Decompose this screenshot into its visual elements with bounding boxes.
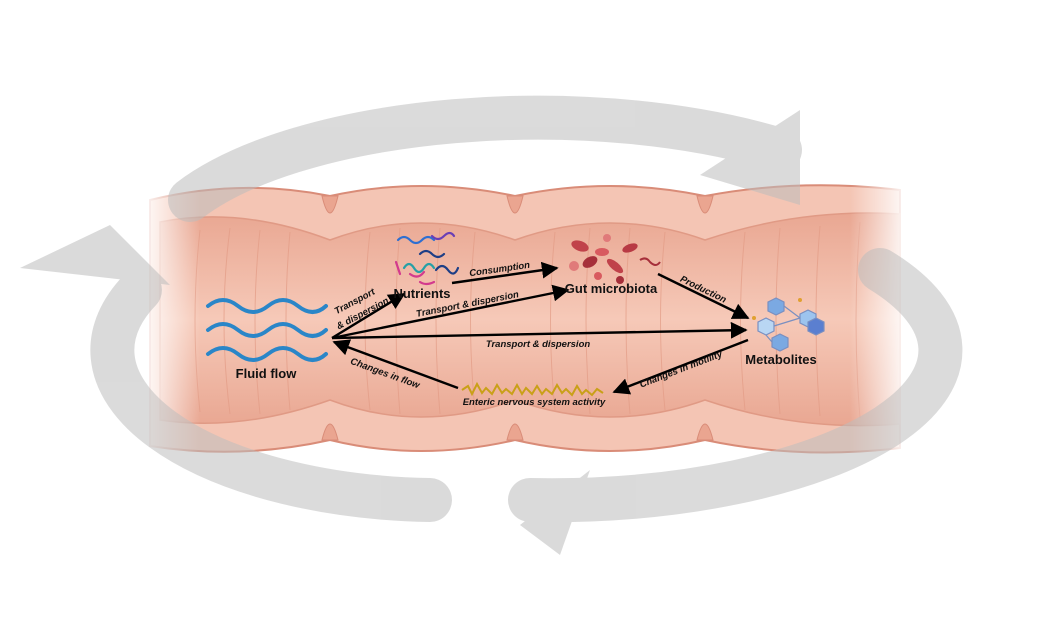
node-gut-microbiota: Gut microbiota	[565, 281, 658, 296]
node-fluid-flow: Fluid flow	[236, 366, 298, 381]
node-nutrients: Nutrients	[393, 286, 450, 301]
edge-label-fluid-to-metabolites: Transport & dispersion	[486, 339, 591, 350]
node-enteric-nervous-system: Enteric nervous system activity	[463, 397, 606, 408]
node-metabolites: Metabolites	[745, 352, 817, 367]
